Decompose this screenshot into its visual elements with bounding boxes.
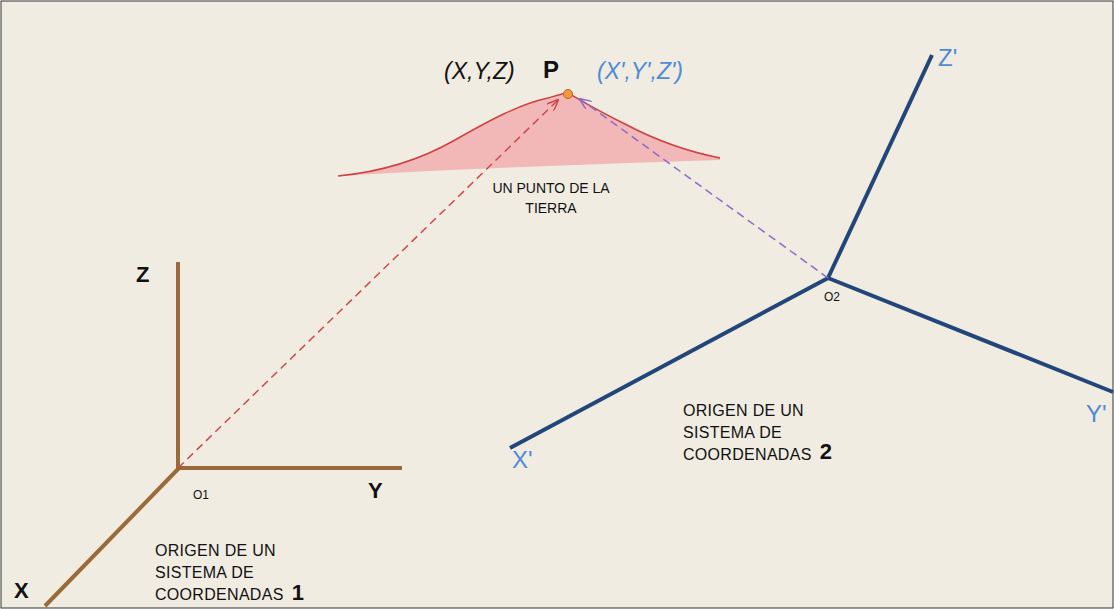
point-p: [564, 90, 573, 99]
axes-1: [45, 262, 402, 606]
position-vector-2: [580, 99, 828, 278]
terrain-outline: [338, 93, 720, 176]
point-note: UN PUNTO DE LA TIERRA: [466, 178, 636, 218]
origin-label: O2: [824, 290, 840, 304]
axis-label: Y: [368, 478, 383, 504]
system-number: 1: [292, 580, 304, 606]
origin-label: O1: [193, 488, 209, 502]
coordinates-label: (X,Y,Z): [444, 58, 515, 86]
axis-label: Y': [1086, 400, 1107, 429]
system-caption: ORIGEN DE UN SISTEMA DE COORDENADAS: [155, 540, 351, 606]
system-caption: ORIGEN DE UN SISTEMA DE COORDENADAS: [683, 400, 879, 466]
axis-label: Z': [938, 44, 957, 73]
point-label: P: [543, 56, 559, 85]
system-number: 2: [820, 439, 832, 465]
axis-label: X: [14, 578, 29, 604]
axis-label: Z: [136, 262, 149, 288]
axes-2: [510, 55, 1113, 448]
position-vector-1: [178, 100, 558, 468]
axis-label: X': [512, 446, 533, 475]
coordinates-label: (X',Y',Z'): [597, 58, 683, 86]
terrain-fill: [338, 93, 720, 176]
